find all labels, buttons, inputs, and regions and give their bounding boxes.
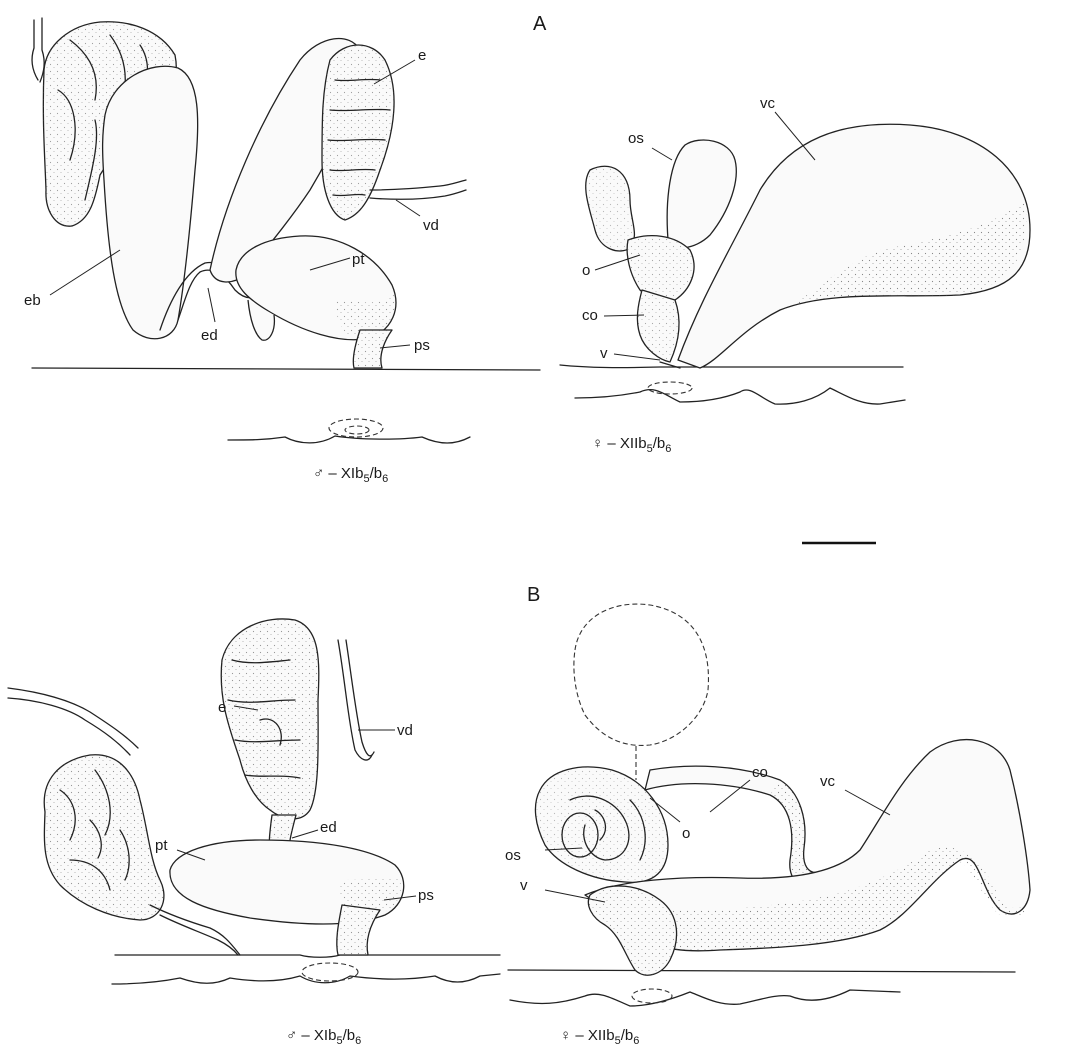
label-b-female-o: o bbox=[682, 825, 690, 842]
label-b-female-os: os bbox=[505, 847, 521, 864]
female-pore-outline bbox=[648, 382, 692, 394]
panel-a-female-drawing bbox=[560, 112, 1030, 404]
label-b-male-ps: ps bbox=[418, 887, 434, 904]
body-wall-line bbox=[115, 955, 500, 957]
label-a-male-e: e bbox=[418, 47, 426, 64]
label-b-male-e: e bbox=[218, 699, 226, 716]
caption-b-male: ♂ – XIb5/b6 bbox=[286, 1027, 361, 1047]
label-a-female-os: os bbox=[628, 130, 644, 147]
stalk bbox=[32, 20, 38, 80]
ejaculatory-bulb bbox=[103, 66, 198, 338]
label-a-female-co: co bbox=[582, 307, 598, 324]
label-b-female-v: v bbox=[520, 877, 528, 894]
body-wall-line bbox=[32, 368, 540, 370]
ovisac-a bbox=[667, 140, 736, 248]
label-b-female-vc: vc bbox=[820, 773, 836, 790]
label-b-male-ed: ed bbox=[320, 819, 337, 836]
segment-outline bbox=[575, 388, 905, 404]
panel-a-male-drawing bbox=[32, 18, 540, 443]
vas-deferens bbox=[370, 180, 466, 190]
label-a-male-eb: eb bbox=[24, 292, 41, 309]
caption-a-male: ♂ – XIb5/b6 bbox=[313, 465, 388, 485]
male-pore-outline bbox=[302, 963, 358, 981]
panel-b-male-drawing bbox=[8, 619, 500, 984]
male-pore-outline bbox=[329, 419, 383, 437]
vas-deferens-left bbox=[8, 688, 138, 748]
label-a-male-ps: ps bbox=[414, 337, 430, 354]
female-pore-outline bbox=[632, 989, 672, 1003]
ovisac-dashed bbox=[574, 604, 709, 745]
copulatory-duct-b bbox=[645, 766, 840, 888]
male-pore-inner bbox=[345, 426, 369, 434]
segment-outline bbox=[112, 974, 500, 984]
label-b-male-pt: pt bbox=[155, 837, 168, 854]
label-a-female-v: v bbox=[600, 345, 608, 362]
label-a-female-o: o bbox=[582, 262, 590, 279]
body-wall-line bbox=[508, 970, 1015, 972]
body-wall-line bbox=[560, 365, 903, 368]
label-b-female-co: co bbox=[752, 764, 768, 781]
label-a-female-vc: vc bbox=[760, 95, 776, 112]
label-a-male-vd: vd bbox=[423, 217, 439, 234]
caption-b-female: ♀ – XIIb5/b6 bbox=[560, 1027, 639, 1047]
label-b-male-vd: vd bbox=[397, 722, 413, 739]
panel-b-female-drawing bbox=[508, 604, 1030, 1006]
label-a-male-pt: pt bbox=[352, 251, 365, 268]
panel-b-label: B bbox=[527, 584, 540, 606]
segment-outline bbox=[510, 990, 900, 1006]
caption-a-female: ♀ – XIIb5/b6 bbox=[592, 435, 671, 455]
label-a-male-ed: ed bbox=[201, 327, 218, 344]
panel-a-label: A bbox=[533, 13, 547, 35]
